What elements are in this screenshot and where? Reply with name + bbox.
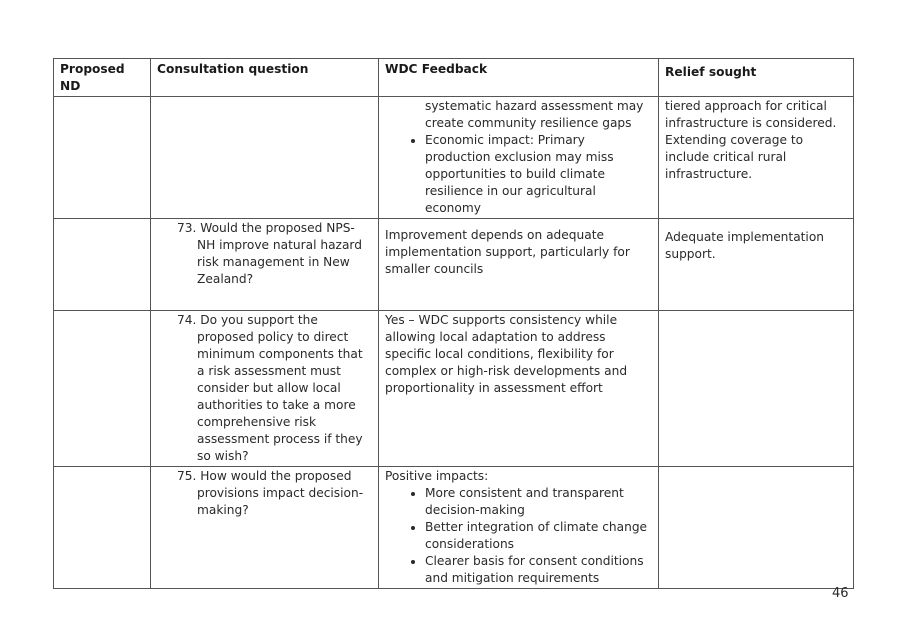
feedback-cell: Positive impacts: More consistent and tr… (378, 466, 659, 589)
nd-cell (53, 310, 151, 467)
feedback-cell: systematic hazard assessment may create … (378, 96, 659, 219)
table-row: 74. Do you support the proposed policy t… (53, 310, 854, 467)
relief-cell (658, 310, 854, 467)
feedback-cell: Yes – WDC supports consistency while all… (378, 310, 659, 467)
question-cell: 75. How would the proposed provisions im… (150, 466, 379, 589)
feedback-continued: systematic hazard assessment may create … (425, 99, 644, 130)
nd-cell (53, 466, 151, 589)
feedback-bullet: More consistent and transparent decision… (425, 485, 652, 519)
table-row: 73. Would the proposed NPS-NH improve na… (53, 218, 854, 311)
header-wdc-feedback: WDC Feedback (378, 58, 659, 97)
question-cell (150, 96, 379, 219)
consultation-table: Proposed ND Consultation question WDC Fe… (53, 58, 854, 589)
relief-cell: tiered approach for critical infrastruct… (658, 96, 854, 219)
page-number: 46 (832, 586, 849, 601)
question-text: 74. Do you support the proposed policy t… (177, 313, 363, 463)
question-cell: 74. Do you support the proposed policy t… (150, 310, 379, 467)
header-row: Proposed ND Consultation question WDC Fe… (53, 58, 854, 97)
feedback-bullet: Better integration of climate change con… (425, 519, 652, 553)
nd-cell (53, 96, 151, 219)
question-text: 75. How would the proposed provisions im… (177, 469, 364, 517)
header-relief-sought: Relief sought (658, 58, 854, 97)
relief-cell: Adequate implementation support. (658, 218, 854, 311)
question-cell: 73. Would the proposed NPS-NH improve na… (150, 218, 379, 311)
nd-cell (53, 218, 151, 311)
table-row: systematic hazard assessment may create … (53, 96, 854, 219)
relief-cell (658, 466, 854, 589)
header-proposed-nd: Proposed ND (53, 58, 151, 97)
feedback-cell: Improvement depends on adequate implemen… (378, 218, 659, 311)
feedback-bullet: Clearer basis for consent conditions and… (425, 553, 652, 587)
feedback-bullet: Economic impact: Primary production excl… (425, 132, 652, 217)
question-text: 73. Would the proposed NPS-NH improve na… (177, 221, 362, 286)
header-consultation-question: Consultation question (150, 58, 379, 97)
feedback-intro: Positive impacts: (385, 469, 489, 483)
table-row: 75. How would the proposed provisions im… (53, 466, 854, 589)
